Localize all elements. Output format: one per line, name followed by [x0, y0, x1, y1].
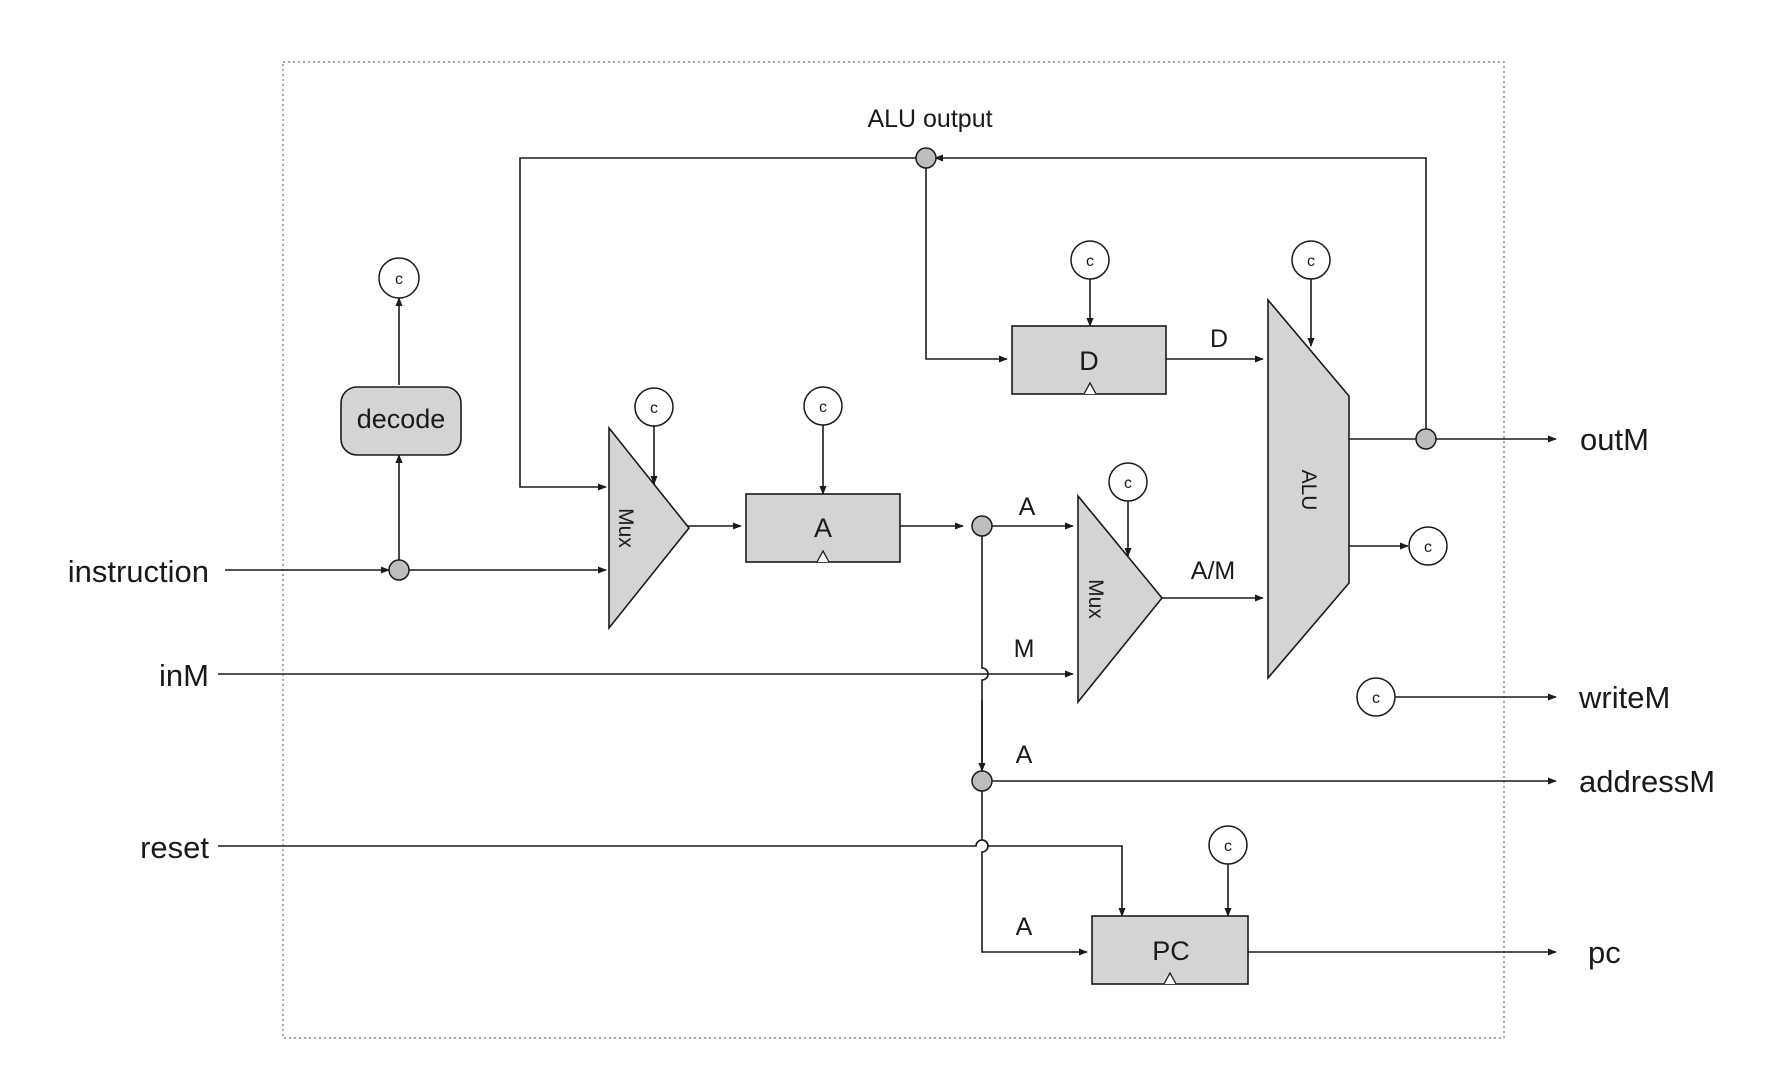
c-d-label: c	[1086, 253, 1094, 270]
c-mux-node: c	[634, 387, 674, 427]
alu-label: ALU	[1297, 470, 1320, 511]
d-register-label: D	[1079, 346, 1099, 376]
instruction-junction	[388, 559, 410, 581]
mux-a-block: Mux	[608, 425, 691, 631]
a-register-label: A	[814, 513, 832, 543]
address-junction	[971, 770, 993, 792]
wire-alu-feedback	[934, 154, 1427, 437]
d-wire-label: D	[1210, 325, 1228, 353]
c-pc-node: c	[1208, 825, 1248, 865]
mux-am-label: Mux	[1084, 579, 1107, 619]
c-mux-label: c	[650, 400, 658, 417]
c-pc-label: c	[1224, 838, 1232, 855]
a-to-address-wire-label: A	[1016, 741, 1033, 769]
outM-output-label: outM	[1580, 422, 1649, 457]
c-a-label: c	[819, 399, 827, 416]
a-to-pc-wire-label: A	[1016, 913, 1033, 941]
reset-input-label: reset	[140, 830, 209, 865]
pc-clock-triangle	[1163, 971, 1177, 985]
decode-label: decode	[357, 404, 446, 434]
pc-register: PC	[1091, 915, 1249, 985]
pc-register-label: PC	[1152, 936, 1190, 966]
alu-output-junction	[915, 147, 937, 169]
alu-block: ALU	[1267, 297, 1350, 681]
c-decode-label: c	[395, 271, 403, 288]
c-writeM-node: c	[1356, 677, 1396, 717]
c-alu-out-node: c	[1408, 526, 1448, 566]
chip-boundary	[282, 61, 1505, 1039]
c-mux2-node: c	[1108, 462, 1148, 502]
a-register: A	[745, 493, 901, 563]
c-a-node: c	[803, 386, 843, 426]
wire-feedback-to-mux	[519, 157, 917, 491]
c-d-node: c	[1070, 240, 1110, 280]
a-clock-triangle	[816, 549, 830, 563]
addressM-output-label: addressM	[1579, 764, 1715, 799]
a-junction	[971, 515, 993, 537]
c-decode-node: c	[378, 257, 420, 299]
c-alu-node: c	[1291, 240, 1331, 280]
mux-a-label: Mux	[614, 508, 637, 548]
c-alu-out-label: c	[1424, 539, 1432, 556]
c-writeM-label: c	[1372, 690, 1380, 707]
c-mux2-label: c	[1124, 475, 1132, 492]
m-wire-label: M	[1014, 635, 1035, 663]
wire-reset	[218, 839, 1126, 917]
d-register: D	[1011, 325, 1167, 395]
writeM-output-label: writeM	[1578, 680, 1670, 715]
mux-am-block: Mux	[1077, 493, 1164, 705]
outM-junction	[1415, 428, 1437, 450]
c-alu-label: c	[1307, 253, 1315, 270]
alu-output-label: ALU output	[867, 105, 992, 133]
pc-output-label: pc	[1588, 935, 1621, 970]
decode-block: decode	[340, 386, 462, 456]
inM-input-label: inM	[159, 658, 209, 693]
a-to-mux-wire-label: A	[1019, 493, 1036, 521]
instruction-input-label: instruction	[68, 554, 209, 589]
wire-a-bus	[981, 536, 1088, 956]
wire-feedback-to-d	[925, 168, 1008, 363]
am-wire-label: A/M	[1191, 557, 1235, 585]
d-clock-triangle	[1083, 381, 1097, 395]
